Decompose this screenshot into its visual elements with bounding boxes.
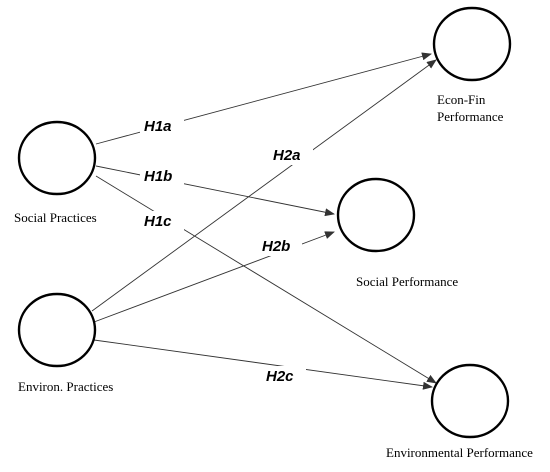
edge-h1b-label: H1b <box>144 168 172 185</box>
edge-h2a-arrow <box>91 59 437 312</box>
edge-h1c-label-mask <box>140 211 184 231</box>
node-env-perf-label: Environmental Performance <box>386 445 533 460</box>
node-social-perf-circle <box>336 177 416 253</box>
node-social-practices-label: Social Practices <box>14 210 97 225</box>
node-environ-practices-label: Environ. Practices <box>18 379 113 394</box>
edge-h1a-label: H1a <box>144 118 172 135</box>
node-environ-practices-circle <box>17 292 97 368</box>
edge-h1a-label-mask <box>140 116 184 136</box>
edge-h2b-label-mask <box>258 236 302 256</box>
edges-layer <box>91 52 437 390</box>
edge-h2c-label: H2c <box>266 368 294 385</box>
edge-h2a-label: H2a <box>273 147 301 164</box>
edge-h2b-label: H2b <box>262 238 290 255</box>
node-social-practices-circle <box>17 120 97 196</box>
edge-h1c-label: H1c <box>144 213 172 230</box>
node-econ-fin-circle <box>432 6 512 82</box>
node-social-perf-label: Social Performance <box>356 274 458 289</box>
nodes-layer <box>17 6 512 439</box>
edge-h2c-label-mask <box>262 366 306 386</box>
edge-h1b-label-mask <box>140 166 184 186</box>
edge-h2c-arrow <box>93 339 433 390</box>
edge-h1c-arrow <box>95 175 437 384</box>
edge-h2a-label-mask <box>269 145 313 165</box>
node-env-perf-circle <box>430 363 510 439</box>
edge-h1b-arrow <box>95 165 335 217</box>
